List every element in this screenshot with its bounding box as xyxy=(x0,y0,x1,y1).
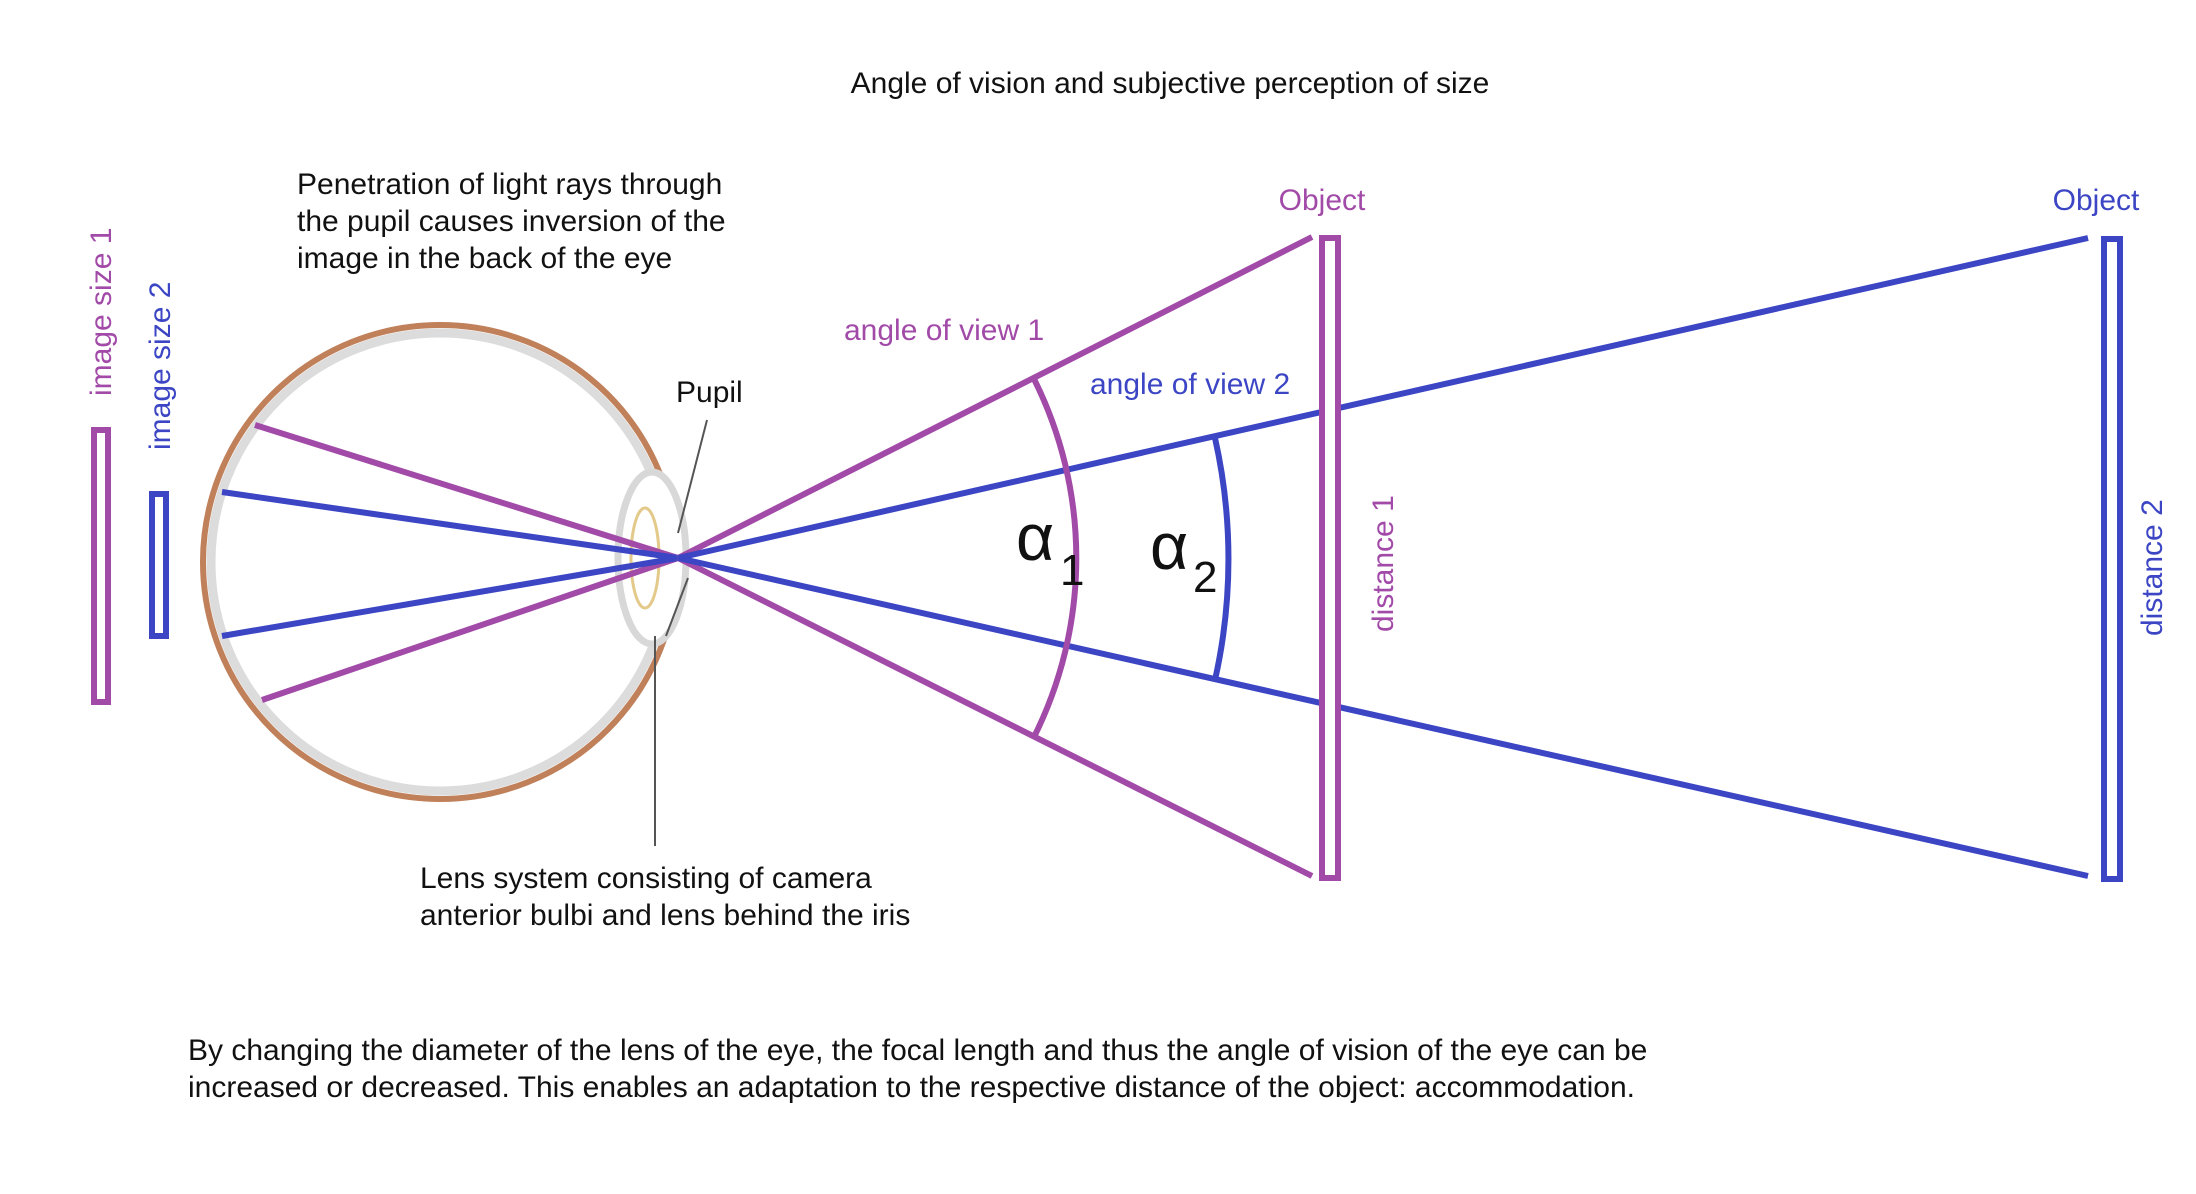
object-1: Object distance 1 xyxy=(1279,184,1400,881)
alpha-2-label: α 2 xyxy=(1150,509,1217,602)
distance-2-label: distance 2 xyxy=(2136,499,2169,636)
footer-caption: By changing the diameter of the lens of … xyxy=(188,1034,1647,1104)
footer-line-2: increased or decreased. This enables an … xyxy=(188,1071,1635,1104)
rays-to-objects xyxy=(676,234,2089,879)
rays-inside-eye xyxy=(221,422,679,703)
diagram-title: Angle of vision and subjective perceptio… xyxy=(851,67,1490,100)
pupil-pointer-line xyxy=(677,419,708,534)
image-size-2-label: image size 2 xyxy=(144,282,177,450)
object-2-label: Object xyxy=(2053,184,2140,217)
penetration-note: Penetration of light rays through the pu… xyxy=(297,168,726,275)
image-size-1-indicator: image size 1 xyxy=(85,228,118,705)
eyeball-outline xyxy=(200,322,680,802)
image-size-1-bar xyxy=(91,427,111,705)
eye xyxy=(200,322,690,802)
lens-system-note-line-1: Lens system consisting of camera xyxy=(420,862,872,895)
alpha-2-subscript: 2 xyxy=(1193,553,1217,602)
object-2-bar xyxy=(2101,236,2123,882)
object-2: Object distance 2 xyxy=(2053,184,2169,882)
lens-pointer-line-a xyxy=(665,577,689,637)
view-ray-1-bottom xyxy=(676,555,1314,879)
inner-ray-purple-bottom xyxy=(261,555,679,703)
view-ray-1-top xyxy=(676,234,1314,561)
angle-of-view-2-label: angle of view 2 xyxy=(1090,368,1290,401)
angle-arc-2 xyxy=(1212,437,1232,681)
lens-system-note-line-2: anterior bulbi and lens behind the iris xyxy=(420,899,910,932)
angle-of-view-1-label: angle of view 1 xyxy=(844,314,1044,347)
footer-line-1: By changing the diameter of the lens of … xyxy=(188,1034,1647,1067)
alpha-1-label: α 1 xyxy=(1016,500,1084,595)
alpha-1-symbol: α xyxy=(1016,500,1054,574)
inner-ray-purple-top xyxy=(254,422,679,561)
alpha-2-symbol: α xyxy=(1150,509,1188,583)
view-ray-2-bottom xyxy=(677,555,2089,879)
view-ray-2-top xyxy=(677,235,2089,561)
angle-arc-1 xyxy=(1030,375,1080,741)
eyeball-inner-layer xyxy=(206,328,674,796)
lens-system-note: Lens system consisting of camera anterio… xyxy=(420,862,910,932)
inner-ray-blue-top xyxy=(221,489,679,561)
object-1-label: Object xyxy=(1279,184,1366,217)
pupil-label: Pupil xyxy=(676,376,743,409)
image-size-2-bar xyxy=(149,491,169,639)
image-size-2-indicator: image size 2 xyxy=(144,282,177,639)
penetration-note-line-3: image in the back of the eye xyxy=(297,242,672,275)
penetration-note-line-1: Penetration of light rays through xyxy=(297,168,722,201)
image-size-1-label: image size 1 xyxy=(85,228,118,396)
alpha-1-subscript: 1 xyxy=(1060,546,1084,595)
distance-1-label: distance 1 xyxy=(1367,495,1400,632)
object-1-bar xyxy=(1319,235,1341,881)
inner-ray-blue-bottom xyxy=(221,555,679,639)
penetration-note-line-2: the pupil causes inversion of the xyxy=(297,205,726,238)
